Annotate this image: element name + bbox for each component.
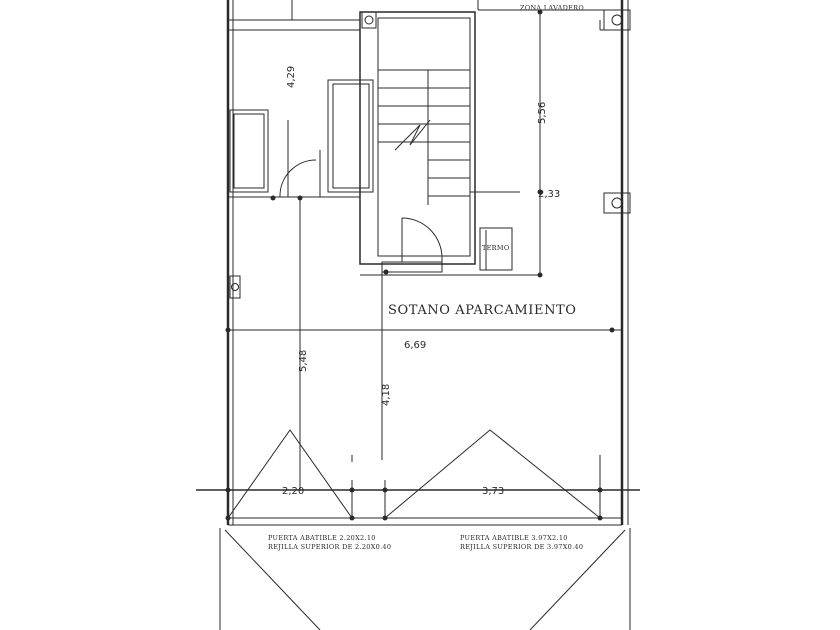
entrance-ramp	[219, 528, 631, 630]
room-label: SOTANO APARCAMIENTO	[388, 303, 577, 318]
garage	[196, 329, 640, 526]
dimension-373: 3,73	[482, 486, 504, 497]
wall-fixtures	[603, 9, 631, 214]
dimension-220: 2,20	[282, 486, 304, 497]
heater-label: TERMO	[482, 244, 509, 252]
dimension-548: 5,48	[298, 350, 309, 372]
right-door-spec: PUERTA ABATIBLE 3.97X2.10	[460, 534, 568, 542]
dimension-233: 2,33	[538, 189, 560, 200]
dimension-markers	[225, 9, 615, 521]
dimension-556: 5,56	[537, 102, 548, 124]
outer-walls	[226, 0, 629, 525]
dimension-429: 4,29	[286, 66, 297, 88]
dimension-418: 4,18	[381, 384, 392, 406]
dimension-669: 6,69	[404, 340, 426, 351]
dimension-lines	[228, 10, 601, 491]
zone-label: ZONA LAVADERO	[520, 4, 584, 12]
right-door-grille: REJILLA SUPERIOR DE 3.97X0.40	[460, 543, 583, 551]
service-rooms	[228, 79, 374, 299]
water-heater: TERMO	[479, 227, 513, 271]
left-door-spec: PUERTA ABATIBLE 2.20X2.10	[268, 534, 376, 542]
stair-core	[359, 11, 520, 265]
stair-door	[381, 217, 443, 273]
left-door-grille: REJILLA SUPERIOR DE 2.20X0.40	[268, 543, 391, 551]
